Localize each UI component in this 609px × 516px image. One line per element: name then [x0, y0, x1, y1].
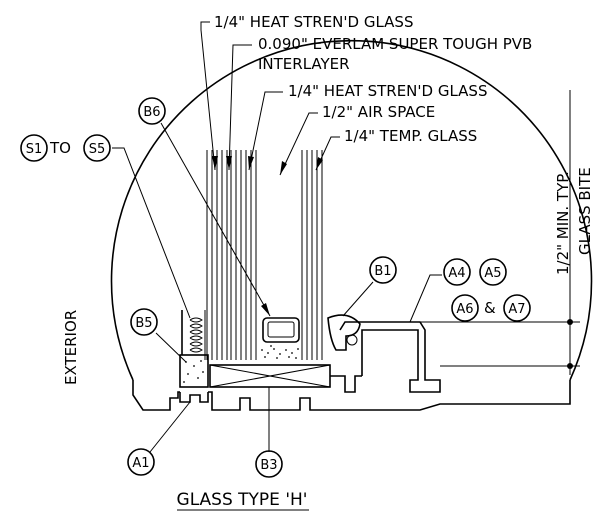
glass-pane-heat-outer	[206, 150, 223, 360]
svg-text:B6: B6	[143, 105, 160, 120]
svg-text:A4: A4	[448, 266, 465, 281]
svg-text:B1: B1	[374, 264, 391, 279]
exterior-label: EXTERIOR	[62, 310, 80, 385]
tag-a4: A4	[443, 258, 471, 286]
svg-text:S1: S1	[26, 142, 43, 157]
dimension-glass-bite	[420, 90, 580, 375]
label-heat-glass-outer: 1/4" HEAT STREN'D GLASS	[214, 13, 413, 31]
svg-text:A6: A6	[456, 302, 473, 317]
svg-text:B3: B3	[260, 458, 277, 473]
tag-a7: A7	[503, 294, 531, 322]
svg-text:A1: A1	[132, 456, 149, 471]
svg-text:A7: A7	[508, 302, 525, 317]
label-temp-glass: 1/4" TEMP. GLASS	[344, 127, 477, 145]
secondary-seal	[261, 345, 299, 359]
aluminum-frame	[132, 310, 571, 411]
tag-a6: A6	[451, 294, 479, 322]
label-attach-and: &	[484, 299, 496, 317]
setting-block-b3	[209, 364, 331, 388]
leader-lines	[112, 21, 442, 453]
label-heat-glass-inner: 1/4" HEAT STREN'D GLASS	[288, 82, 487, 100]
glass-pane-heat-inner	[235, 150, 257, 360]
tag-b3: B3	[255, 450, 283, 478]
structural-sealant	[189, 310, 206, 360]
tag-s1: S1	[20, 134, 48, 162]
svg-text:S5: S5	[89, 142, 106, 157]
tag-b1: B1	[369, 256, 397, 284]
tag-b5: B5	[130, 308, 158, 336]
svg-text:A5: A5	[484, 266, 501, 281]
dimension-note-line1: 1/2" MIN. TYP.	[554, 171, 572, 275]
tag-s5: S5	[83, 134, 111, 162]
glass-pane-tempered	[301, 150, 323, 360]
tag-a5: A5	[479, 258, 507, 286]
svg-text:B5: B5	[135, 316, 152, 331]
glass-assembly	[206, 150, 323, 360]
tag-b6: B6	[138, 97, 166, 125]
label-interlayer-1: 0.090" EVERLAM SUPER TOUGH PVB	[258, 35, 532, 53]
label-air-space: 1/2" AIR SPACE	[322, 103, 435, 121]
pvb-interlayer	[226, 150, 232, 360]
label-sealant-to: TO	[49, 139, 71, 157]
drawing-title: GLASS TYPE 'H'	[177, 490, 308, 510]
ig-spacer	[262, 317, 300, 343]
dimension-note-line2: GLASS BITE	[576, 167, 594, 255]
callout-text-group: 1/4" HEAT STREN'D GLASS 0.090" EVERLAM S…	[49, 13, 532, 317]
setting-block-b5	[179, 354, 209, 388]
label-interlayer-2: INTERLAYER	[258, 55, 350, 73]
tag-a1: A1	[127, 448, 155, 476]
detail-circle-outline	[110, 39, 593, 381]
